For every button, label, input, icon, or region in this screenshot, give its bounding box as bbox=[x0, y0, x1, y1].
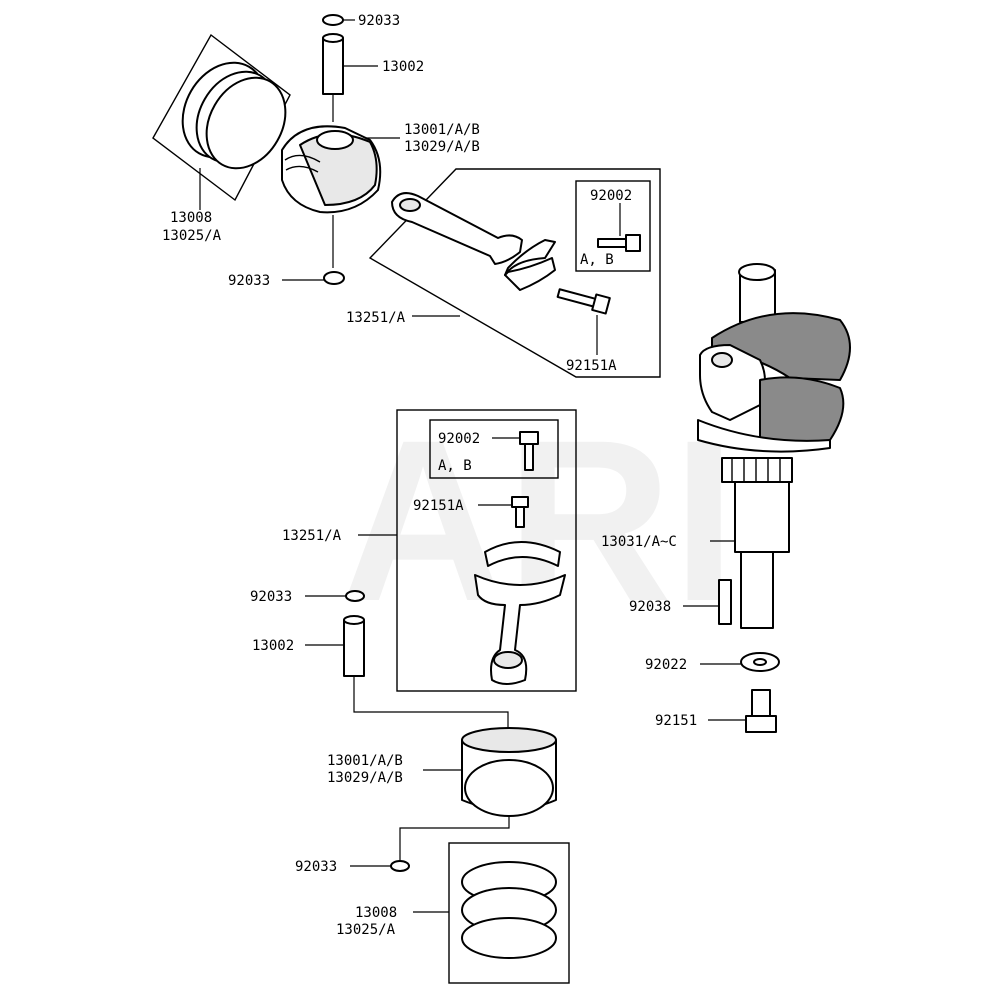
connecting-rod-top bbox=[391, 192, 556, 291]
label-bolt-mid: 92151A bbox=[413, 498, 464, 514]
label-rings-bottom-b: 13025/A bbox=[336, 922, 396, 938]
label-crank-bolt: 92151 bbox=[655, 713, 697, 729]
circlip-mid bbox=[305, 590, 365, 602]
bolt-mid bbox=[478, 496, 529, 528]
label-piston-top-b: 13029/A/B bbox=[404, 139, 480, 155]
crank-bolt bbox=[708, 689, 777, 733]
piston-pin-mid bbox=[305, 615, 509, 732]
piston-top bbox=[281, 125, 400, 268]
label-bolt-box-top: 92002 bbox=[590, 188, 632, 204]
bolt-box-top bbox=[575, 180, 651, 272]
circlip-bottom bbox=[350, 860, 410, 872]
conrod-mid-group-outline bbox=[396, 409, 577, 692]
label-piston-bottom-b: 13029/A/B bbox=[327, 770, 403, 786]
label-conrod-mid: 13251/A bbox=[282, 528, 342, 544]
label-circlip-top-lower: 92033 bbox=[228, 273, 270, 289]
label-circlip-top: 92033 bbox=[358, 13, 400, 29]
label-rings-bottom-a: 13008 bbox=[355, 905, 397, 921]
label-conrod-top: 13251/A bbox=[346, 310, 406, 326]
crankshaft bbox=[697, 263, 851, 629]
watermark: ARI bbox=[340, 392, 736, 649]
bolt-top bbox=[556, 288, 611, 355]
bolt-box-mid bbox=[429, 419, 559, 479]
label-key: 92038 bbox=[629, 599, 671, 615]
label-rings-top-b: 13025/A bbox=[162, 228, 222, 244]
label-piston-bottom-a: 13001/A/B bbox=[327, 753, 403, 769]
label-bolt-box-top-ab: A, B bbox=[580, 252, 614, 268]
piston-bottom bbox=[399, 727, 557, 862]
label-circlip-bottom: 92033 bbox=[295, 859, 337, 875]
label-pin-top: 13002 bbox=[382, 59, 424, 75]
label-bolt-box-mid-ab: A, B bbox=[438, 458, 472, 474]
connecting-rod-mid bbox=[474, 541, 566, 685]
label-bolt-box-mid: 92002 bbox=[438, 431, 480, 447]
conrod-top-group-outline bbox=[368, 168, 661, 378]
piston-rings-top bbox=[152, 33, 291, 210]
circlip-top-lower bbox=[282, 271, 345, 285]
label-pin-mid: 13002 bbox=[252, 638, 294, 654]
piston-rings-bottom bbox=[413, 842, 570, 984]
piston-pin-top bbox=[322, 33, 378, 122]
label-bolt-top: 92151A bbox=[566, 358, 617, 374]
key bbox=[683, 579, 732, 625]
circlip-top bbox=[322, 14, 355, 26]
washer bbox=[700, 652, 780, 672]
label-circlip-mid: 92033 bbox=[250, 589, 292, 605]
label-rings-top-a: 13008 bbox=[170, 210, 212, 226]
label-washer: 92022 bbox=[645, 657, 687, 673]
label-crankshaft: 13031/A~C bbox=[601, 534, 677, 550]
label-piston-top-a: 13001/A/B bbox=[404, 122, 480, 138]
